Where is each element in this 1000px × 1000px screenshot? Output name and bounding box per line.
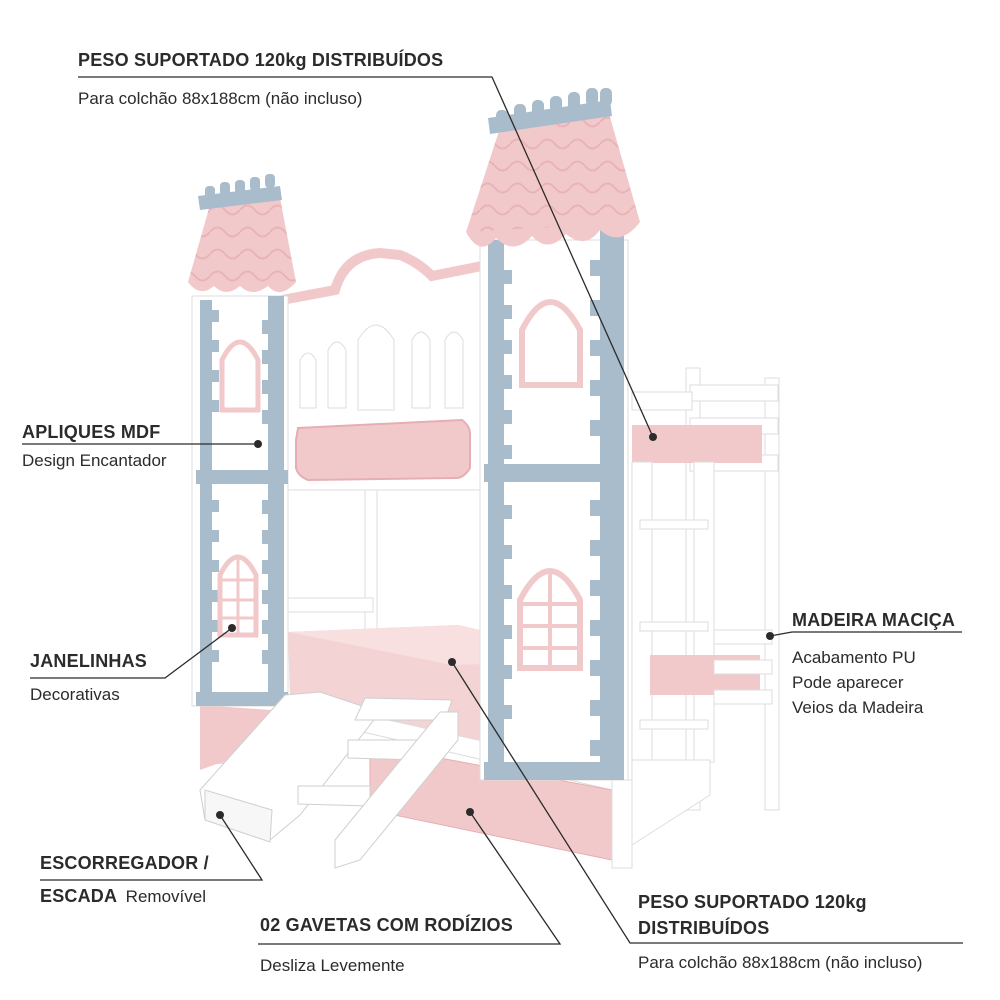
bottom-weight-title-line-1: PESO SUPORTADO 120kg bbox=[638, 892, 867, 912]
janelinhas-title: JANELINHAS bbox=[30, 651, 148, 671]
top-weight-title: PESO SUPORTADO 120kg DISTRIBUÍDOS bbox=[78, 50, 444, 70]
bottom-weight-title-line-2: DISTRIBUÍDOS bbox=[638, 918, 770, 938]
escorregador-text: Removível bbox=[125, 887, 206, 906]
apliques-text: Design Encantador bbox=[22, 451, 167, 470]
madeira-title: MADEIRA MACIÇA bbox=[792, 610, 956, 630]
madeira-line-1: Acabamento PU bbox=[792, 648, 916, 667]
ladder-frame bbox=[631, 367, 780, 811]
top-weight-text: Para colchão 88x188cm (não incluso) bbox=[78, 89, 363, 108]
gavetas-text: Desliza Levemente bbox=[260, 956, 405, 975]
escorregador-line-2: ESCADA Removível bbox=[40, 886, 206, 907]
gavetas-title: 02 GAVETAS COM RODÍZIOS bbox=[260, 915, 513, 935]
right-tower bbox=[466, 88, 640, 781]
central-facade bbox=[281, 247, 483, 491]
slide-and-stairs bbox=[199, 691, 459, 869]
escorregador-title-line-2: ESCADA bbox=[40, 886, 118, 906]
leader-lines bbox=[22, 76, 963, 945]
janelinhas-text: Decorativas bbox=[30, 685, 120, 704]
leader-dots bbox=[216, 433, 774, 819]
madeira-line-3: Veios da Madeira bbox=[792, 698, 924, 717]
apliques-title: APLIQUES MDF bbox=[22, 422, 161, 442]
escorregador-title-line-1: ESCORREGADOR / bbox=[40, 853, 209, 873]
left-tower bbox=[188, 174, 296, 707]
madeira-line-2: Pode aparecer bbox=[792, 673, 904, 692]
bottom-weight-text: Para colchão 88x188cm (não incluso) bbox=[638, 953, 923, 972]
